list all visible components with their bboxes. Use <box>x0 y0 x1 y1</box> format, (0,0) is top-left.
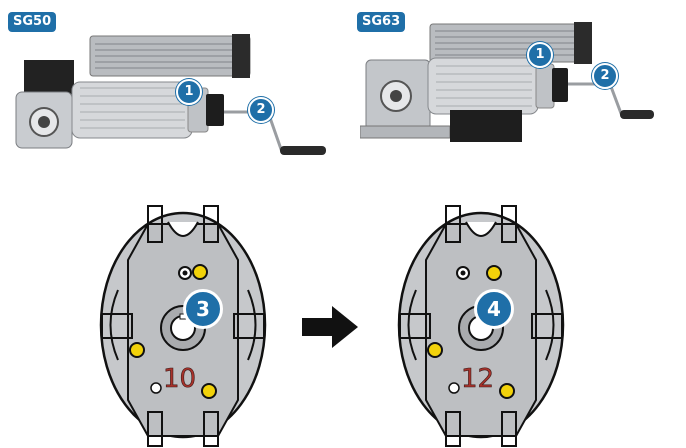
callout-badge-1: 1 <box>176 79 202 105</box>
step-badge-3: 3 <box>183 289 223 329</box>
engraving-number: 10 <box>163 364 196 394</box>
sg63-motor-illustration <box>360 22 654 142</box>
engraving-number: 12 <box>461 364 494 394</box>
callout-badge-1: 1 <box>527 42 553 68</box>
cam-plate-before: 10 <box>99 205 267 447</box>
model-label-sg50: SG50 <box>8 12 57 32</box>
callout-badge-2: 2 <box>592 63 618 89</box>
model-label-sg63: SG63 <box>357 12 406 32</box>
sg50-motor-illustration <box>15 34 326 155</box>
arrow-right-icon <box>302 306 358 348</box>
step-badge-4: 4 <box>474 289 514 329</box>
callout-badge-2: 2 <box>248 97 274 123</box>
